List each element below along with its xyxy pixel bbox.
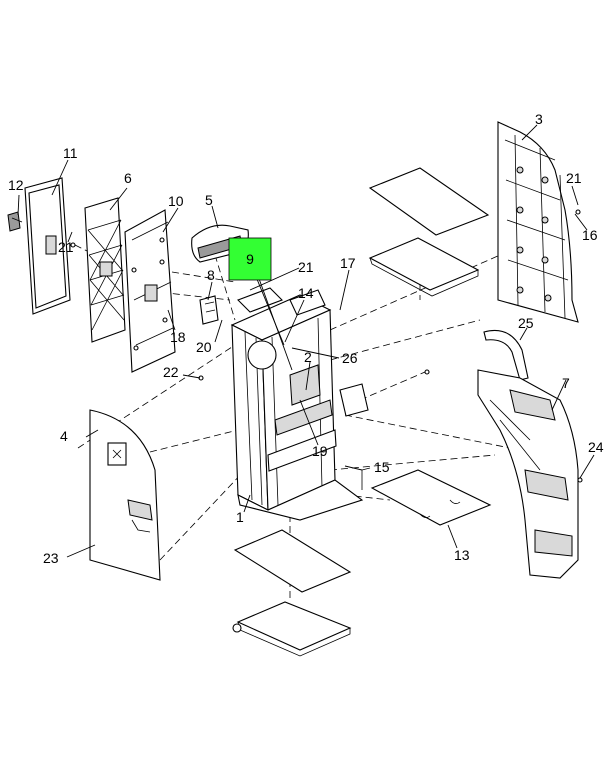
- callout-22: 22: [163, 364, 179, 380]
- callout-17: 17: [340, 255, 356, 271]
- callout-25: 25: [518, 315, 534, 331]
- part-13-mat: [370, 469, 492, 526]
- part-7-side-cover: [477, 369, 579, 579]
- part-12-bracket: [7, 211, 23, 232]
- callout-7: 7: [562, 375, 570, 391]
- highlight-box: [228, 237, 272, 281]
- part-1-frame: [230, 287, 369, 521]
- callout-23: 23: [43, 550, 59, 566]
- top-sheets: [368, 167, 490, 297]
- callout-26: 26: [342, 350, 358, 366]
- callout-3: 3: [535, 111, 543, 127]
- part-8-hinge: [199, 295, 219, 325]
- part-6-insulation: [84, 197, 126, 343]
- callout-1: 1: [236, 509, 244, 525]
- callout-11: 11: [63, 145, 78, 161]
- callout-14: 14: [298, 285, 314, 301]
- highlight-label: 9: [246, 251, 254, 267]
- callout-19: 19: [312, 443, 328, 459]
- bottom-sheets: [232, 529, 352, 657]
- callout-24: 24: [588, 439, 604, 455]
- callout-5: 5: [205, 192, 213, 208]
- callout-12: 12: [8, 177, 24, 193]
- part-10-inner-panel: [124, 209, 176, 373]
- callout-2: 2: [304, 349, 312, 365]
- callout-13: 13: [454, 547, 470, 563]
- callout-21-left: 21: [58, 239, 74, 255]
- callout-15: 15: [374, 459, 390, 475]
- highlight-callout-9[interactable]: 9: [228, 237, 272, 281]
- part-3-rear-panel: [497, 121, 579, 323]
- callout-numbers: 1 2 3 4 5 6 7 8 10 11 12 13 14 15 16 17 …: [8, 111, 604, 566]
- callout-20: 20: [196, 339, 212, 355]
- callout-10: 10: [168, 193, 184, 209]
- callout-8: 8: [207, 267, 215, 283]
- callout-18: 18: [170, 329, 186, 345]
- part-11-panel: [24, 177, 71, 315]
- callout-6: 6: [124, 170, 132, 186]
- callout-21-right: 21: [566, 170, 582, 186]
- callout-21-mid: 21: [298, 259, 314, 275]
- part-4-side-panel: [89, 409, 161, 581]
- callout-16: 16: [582, 227, 598, 243]
- callout-4: 4: [60, 428, 68, 444]
